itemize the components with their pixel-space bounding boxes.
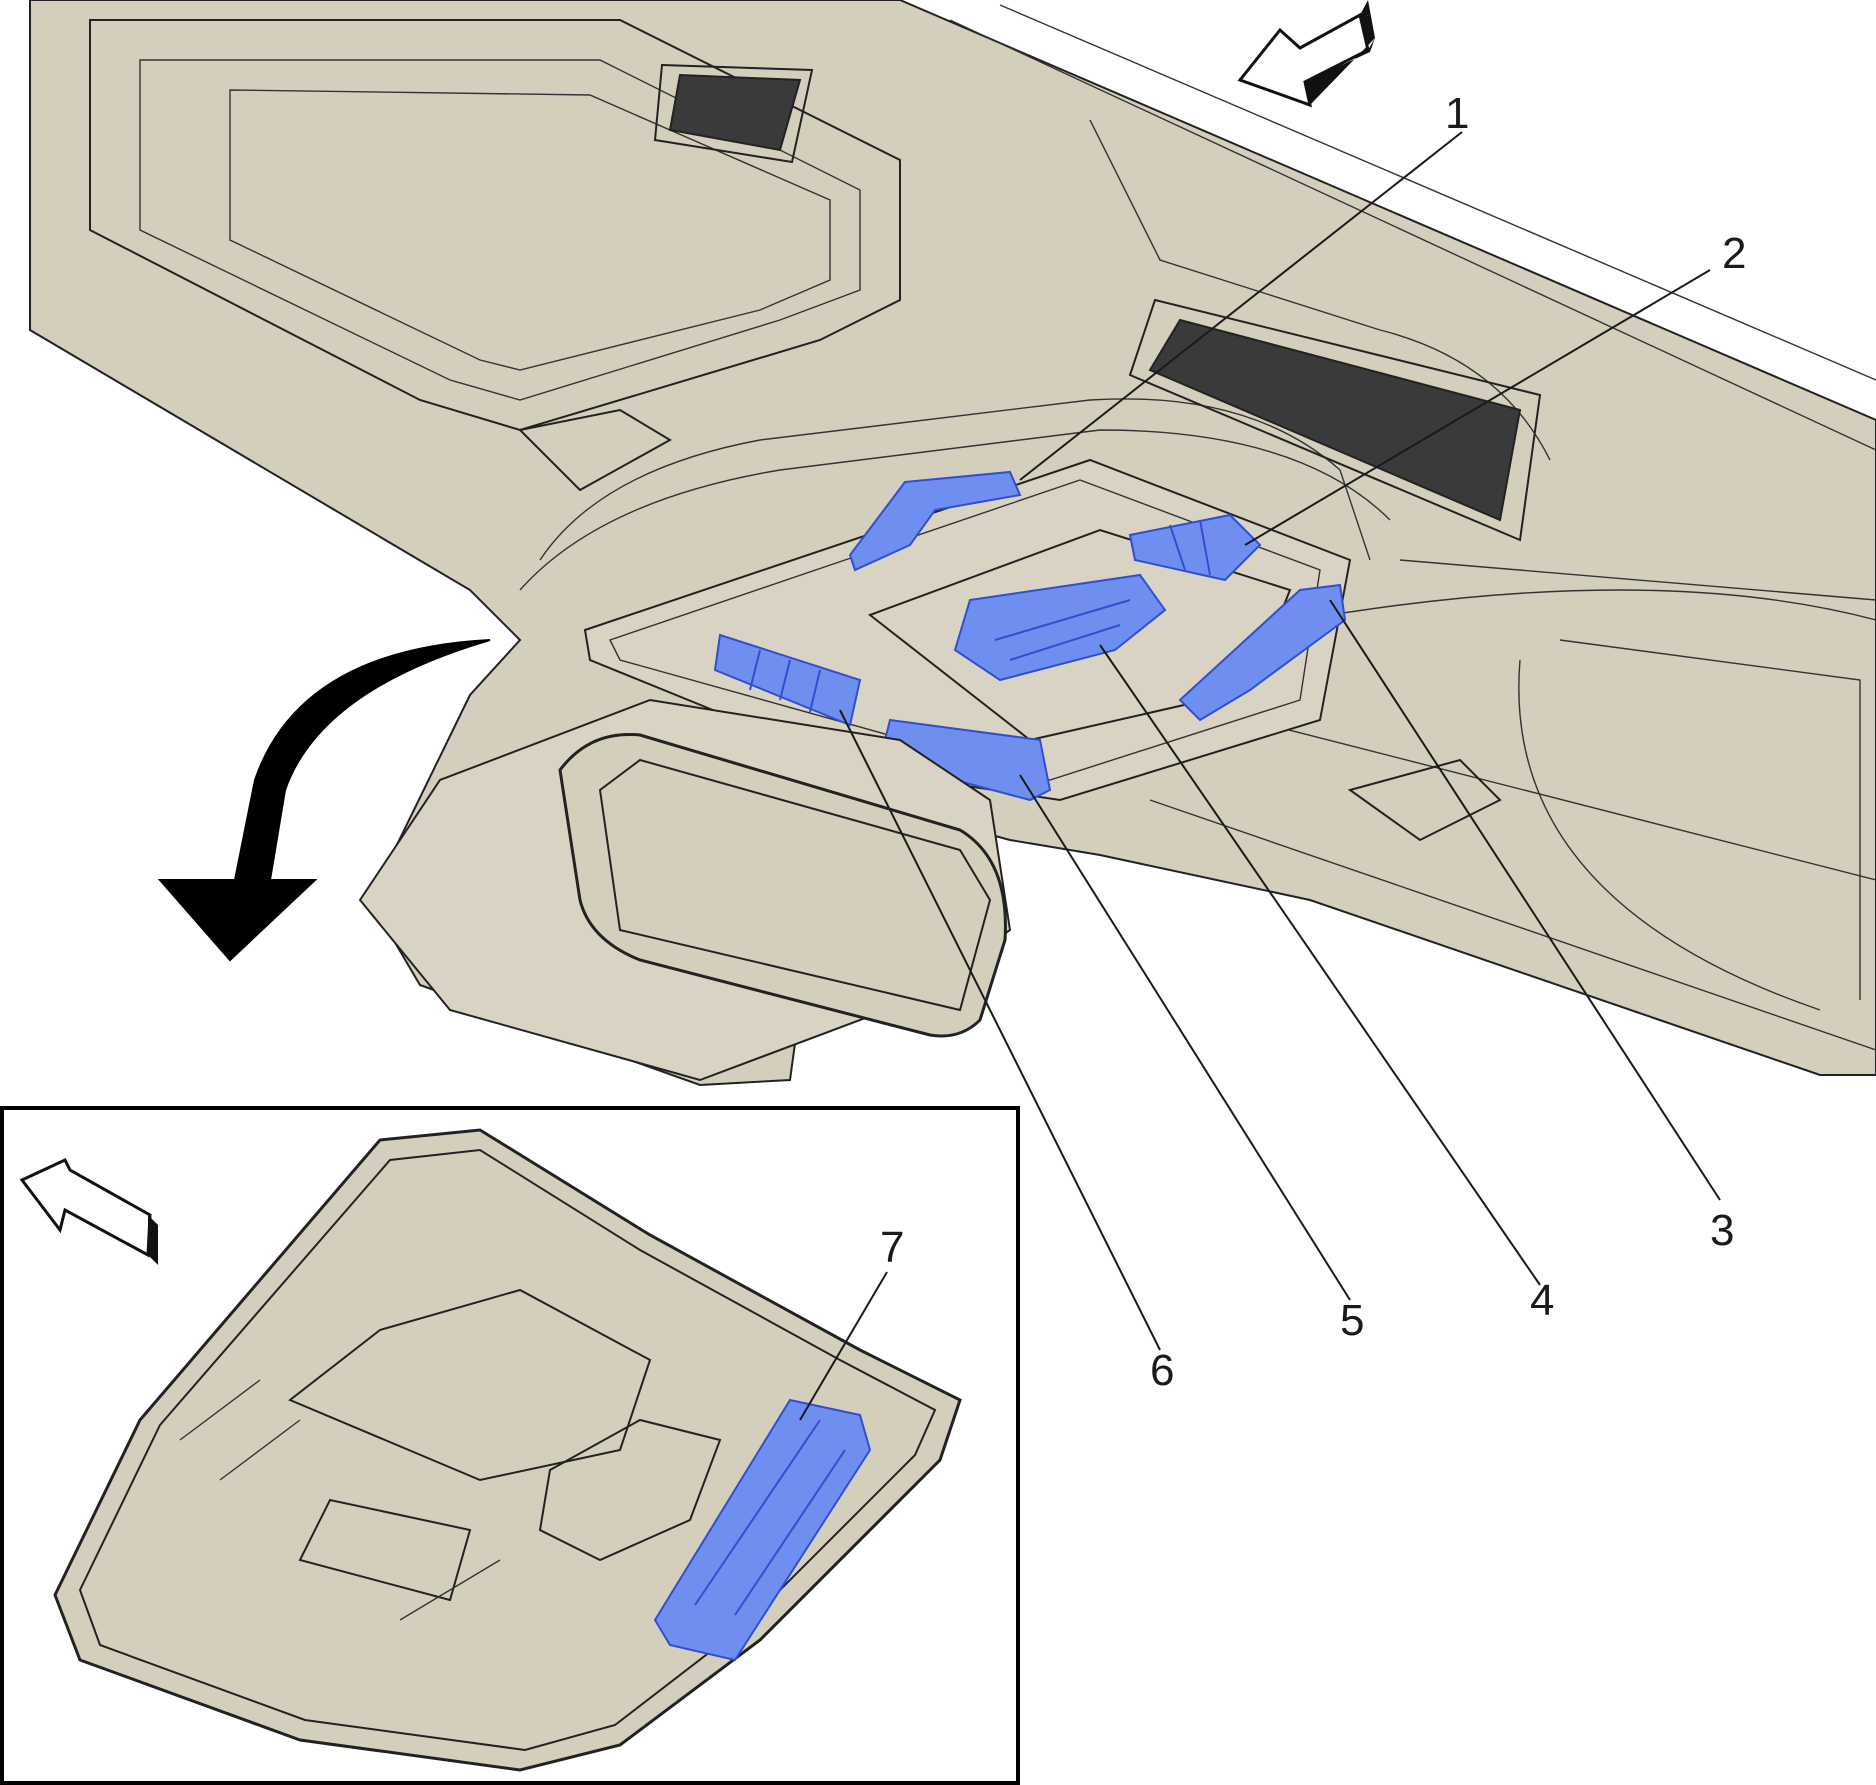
- switch-1: [848, 470, 1022, 572]
- callout-7: 7: [880, 1223, 904, 1272]
- callout-1: 1: [1445, 89, 1469, 138]
- rearview-mirror: [358, 698, 1012, 1082]
- speaker-grille: [1128, 298, 1542, 542]
- callout-2: 2: [1722, 229, 1746, 278]
- switch-6: [713, 633, 862, 727]
- callout-5: 5: [1340, 1296, 1364, 1345]
- small-speaker: [653, 63, 814, 164]
- switch-4: [953, 573, 1167, 682]
- callout-4: 4: [1530, 1276, 1554, 1325]
- visor-clip-right: [1347, 758, 1502, 842]
- switch-3: [1178, 583, 1347, 722]
- curved-arrow-icon: [157, 639, 491, 962]
- visor-clip-left: [517, 408, 672, 492]
- callout-6: 6: [1150, 1346, 1174, 1395]
- inset-view: [0, 1106, 1020, 1785]
- direction-arrow-icon: [1237, 0, 1375, 108]
- callout-3: 3: [1710, 1206, 1734, 1255]
- switch-2: [1128, 513, 1262, 582]
- module-7: [653, 1398, 872, 1662]
- direction-arrow-icon: [19, 1158, 158, 1265]
- leader-lines: [799, 131, 1721, 1421]
